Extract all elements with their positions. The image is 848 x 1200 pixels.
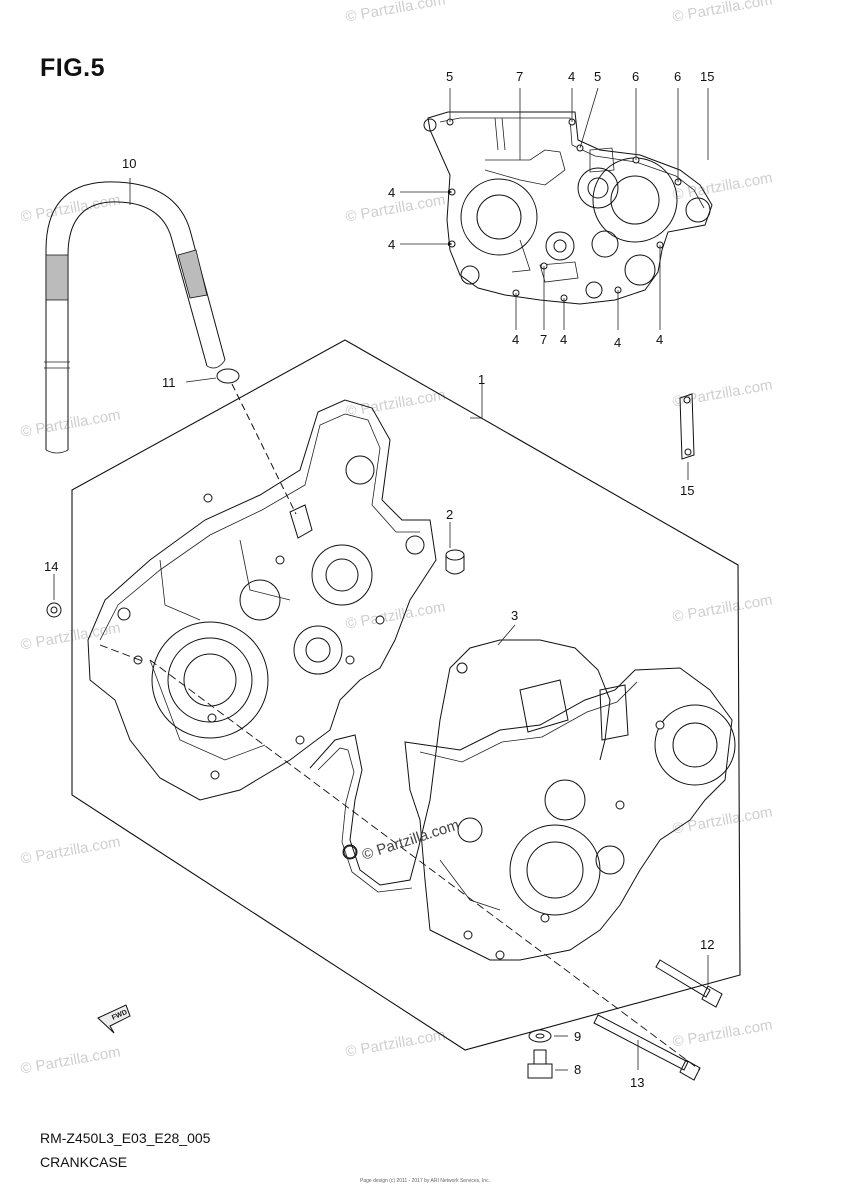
- callout-6: 6: [632, 69, 639, 84]
- bracket-15: [679, 393, 695, 480]
- footer-line: Page design (c) 2011 - 2017 by ARI Netwo…: [360, 1178, 490, 1184]
- callout-7: 7: [540, 332, 547, 347]
- dashed-bolt-axis: [149, 659, 701, 1071]
- left-crankcase: [87, 399, 437, 801]
- figure-title: FIG.5: [40, 54, 106, 82]
- callout-4: 4: [656, 332, 663, 347]
- crankcase-inner-view: [400, 87, 713, 330]
- callout-1: 1: [478, 372, 485, 387]
- callout-4: 4: [388, 185, 395, 200]
- plug-washer: [46, 574, 62, 618]
- callout-5: 5: [594, 69, 601, 84]
- bolt-13: [593, 1014, 701, 1081]
- center-stamp-mark: [342, 844, 358, 860]
- callout-12: 12: [700, 937, 714, 952]
- hose-clip: [185, 368, 240, 384]
- callout-4: 4: [388, 237, 395, 252]
- center-stamp: © Partzilla.com: [360, 816, 461, 863]
- callout-5: 5: [446, 69, 453, 84]
- callout-8: 8: [574, 1062, 581, 1077]
- callout-7: 7: [516, 69, 523, 84]
- bolt-12: [655, 955, 723, 1008]
- callout-4: 4: [568, 69, 575, 84]
- callout-2: 2: [446, 507, 453, 522]
- washer-9: [528, 1029, 568, 1043]
- callout-3: 3: [511, 608, 518, 623]
- fwd-arrow-icon: FWD: [97, 1004, 131, 1034]
- section-name: CRANKCASE: [40, 1154, 128, 1170]
- callout-15: 15: [700, 69, 714, 84]
- callout-10: 10: [122, 156, 136, 171]
- right-crankcase: [404, 667, 736, 961]
- assembly-boundary: [71, 339, 741, 1051]
- breather-hose: [44, 178, 226, 454]
- callout-4: 4: [560, 332, 567, 347]
- callout-6: 6: [674, 69, 681, 84]
- model-code: RM-Z450L3_E03_E28_005: [40, 1130, 211, 1146]
- footer-copyright: Page design (c) 2011 - 2017 by ARI Netwo…: [360, 1178, 500, 1184]
- bolt-8: [527, 1049, 568, 1079]
- callout-9: 9: [574, 1029, 581, 1044]
- callout-13: 13: [630, 1075, 644, 1090]
- callout-4: 4: [614, 335, 621, 350]
- crankcase-gasket: [309, 624, 611, 893]
- callout-labels: 5 7 4 5 6 6 15 4 4 4 7 4 4 4 10 11 1 2 1…: [44, 69, 714, 1090]
- callout-15: 15: [680, 483, 694, 498]
- callout-11: 11: [162, 375, 176, 390]
- callout-14: 14: [44, 559, 58, 574]
- dowel-pin: [445, 522, 465, 575]
- callout-4: 4: [512, 332, 519, 347]
- dashed-assembly-line: [231, 383, 297, 515]
